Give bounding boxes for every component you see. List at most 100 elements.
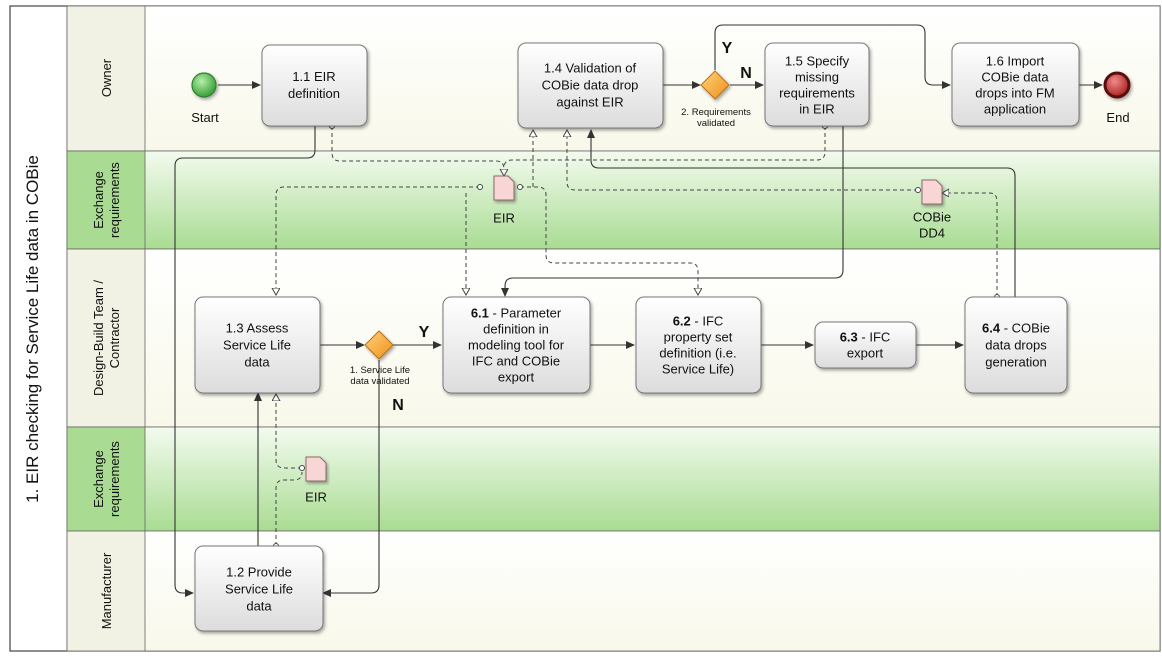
task-6-1-label-line-3: modeling tool for: [468, 338, 565, 353]
task-6-1-label-text: IFC and COBie: [472, 354, 560, 369]
gateway-1-no-label: N: [392, 397, 404, 414]
task-6-2-label-line-3: definition (i.e.: [659, 346, 736, 361]
task-1-6-label-text: application: [984, 102, 1046, 117]
task-6-1-label-text: export: [498, 370, 535, 385]
task-6-2-ifc-property-set[interactable]: [635, 296, 762, 394]
task-1-5-label-text: 1.5 Specify: [785, 54, 850, 69]
gateway-2-label-line-1: 2. Requirements: [681, 107, 751, 118]
task-6-1-label-line-2: definition in: [483, 322, 549, 337]
task-1-2-label-text: data: [246, 599, 272, 614]
task-6-2-label-line-4: Service Life): [662, 362, 734, 377]
assoc-6-4-to-cobie: [942, 193, 997, 297]
task-6-4-label-text: - COBie: [1000, 321, 1050, 336]
document-eir-top[interactable]: [493, 175, 515, 201]
task-6-1-label-line-4: IFC and COBie: [472, 354, 560, 369]
lane-label-3-line-1: Design-Build Team /: [91, 280, 106, 396]
task-1-2-label-text: Service Life: [225, 582, 293, 597]
task-1-1-label-text: definition: [288, 86, 340, 101]
lane-label-4-line-1: Exchange: [91, 450, 106, 508]
task-1-6-label-text: COBie data: [981, 70, 1049, 85]
task-1-5-label-line-1: 1.5 Specify: [785, 54, 850, 69]
tasks: [194, 42, 1080, 632]
data-objects: [305, 175, 943, 482]
task-6-3-label-text: - IFC: [858, 330, 891, 345]
task-1-5-label-text: missing: [795, 70, 839, 85]
task-1-2-label-line-2: Service Life: [225, 582, 293, 597]
task-1-5-label-line-3: requirements: [779, 86, 855, 101]
flow-g2-yes: [714, 24, 951, 89]
task-1-4-label-text: COBie data drop: [542, 78, 639, 93]
task-1-2-label-line-3: data: [246, 599, 272, 614]
task-1-5-label-line-2: missing: [795, 70, 839, 85]
task-6-3-label-text: export: [847, 346, 884, 361]
task-1-2-label-line-1: 1.2 Provide: [226, 565, 292, 580]
task-6-2-label-text: definition (i.e.: [659, 346, 736, 361]
task-6-2-label-number: 6.2: [673, 314, 691, 329]
task-1-2-provide-service-life[interactable]: [194, 545, 324, 632]
task-1-5-label-text: in EIR: [799, 102, 834, 117]
flow-1-1-to-1-2: [174, 126, 316, 597]
task-6-4-label-line-1: 6.4 - COBie: [982, 321, 1050, 336]
task-1-3-label-text: data: [244, 355, 270, 370]
task-6-1-label-text: - Parameter: [489, 306, 562, 321]
task-1-5-specify-missing-requirements[interactable]: [764, 42, 870, 127]
task-6-1-label-text: modeling tool for: [468, 338, 565, 353]
gateway-2-yes-label: Y: [722, 40, 733, 57]
lane-header-contractor: [66, 248, 146, 428]
task-6-4-label-text: generation: [985, 355, 1046, 370]
document-eir-bottom-label-line-1: EIR: [305, 490, 327, 505]
task-1-1-eir-definition[interactable]: [261, 44, 368, 127]
task-6-4-cobie-generation[interactable]: [964, 296, 1068, 394]
assoc-eir-to-1-3: [276, 187, 480, 295]
start-event[interactable]: [191, 72, 217, 98]
task-1-3-label-line-1: 1.3 Assess: [226, 321, 289, 336]
task-1-4-validation-of-cobie[interactable]: [517, 42, 664, 129]
lane-header-manufacturer: [66, 530, 146, 652]
start-label: Start: [191, 110, 219, 125]
task-1-5-label-line-4: in EIR: [799, 102, 834, 117]
task-6-1-label-text: definition in: [483, 322, 549, 337]
assoc-eir-to-1-3-bottom: [276, 394, 302, 468]
flow-g1-no: [322, 360, 380, 597]
task-1-2-label-text: 1.2 Provide: [226, 565, 292, 580]
gateway-requirements-validated[interactable]: [700, 70, 730, 100]
lane-label-2-line-1: Exchange: [91, 171, 106, 229]
task-6-2-label-text: - IFC: [691, 314, 724, 329]
lane-labels: 1. EIR checking for Service Life data in…: [23, 58, 122, 629]
task-6-3-ifc-export[interactable]: [814, 321, 917, 369]
task-6-4-label-line-2: data drops: [985, 338, 1047, 353]
task-1-3-label-line-2: Service Life: [223, 338, 291, 353]
gateway-service-life-validated[interactable]: [364, 330, 394, 360]
end-event[interactable]: [1103, 71, 1131, 99]
task-6-1-label-line-5: export: [498, 370, 535, 385]
document-cobie[interactable]: [921, 179, 943, 205]
document-cobie-label-line-2: DD4: [919, 226, 945, 241]
task-1-6-label-line-4: application: [984, 102, 1046, 117]
task-6-4-label-number: 6.4: [982, 321, 1001, 336]
task-6-2-label-line-1: 6.2 - IFC: [673, 314, 724, 329]
task-1-3-assess-service-life[interactable]: [194, 296, 321, 394]
pool-title: 1. EIR checking for Service Life data in…: [23, 155, 42, 503]
gateway-1-yes-label: Y: [419, 324, 430, 341]
task-6-4-label-text: data drops: [985, 338, 1047, 353]
task-1-6-label-line-1: 1.6 Import: [986, 54, 1045, 69]
assoc-cobie-to-1-4: [567, 130, 918, 190]
gateway-2-no-label: N: [740, 65, 752, 82]
task-6-4-label-line-3: generation: [985, 355, 1046, 370]
task-1-4-label-text: against EIR: [556, 95, 623, 110]
lane-exchange-1: [66, 150, 1161, 250]
connectors: [174, 24, 1103, 597]
document-eir-bottom[interactable]: [305, 456, 327, 482]
task-6-1-label-number: 6.1: [471, 306, 489, 321]
task-1-1-label-line-1: 1.1 EIR: [292, 69, 335, 84]
task-1-4-label-line-2: COBie data drop: [542, 78, 639, 93]
task-6-3-label-line-1: 6.3 - IFC: [840, 330, 891, 345]
task-1-6-import-cobie[interactable]: [951, 42, 1080, 127]
events: [191, 71, 1131, 99]
gateway-2-label-line-2: validated: [697, 118, 735, 129]
lane-header-exchange-2: [66, 426, 146, 532]
lane-exchange-2: [66, 426, 1161, 532]
task-6-1-parameter-definition[interactable]: [442, 296, 591, 394]
